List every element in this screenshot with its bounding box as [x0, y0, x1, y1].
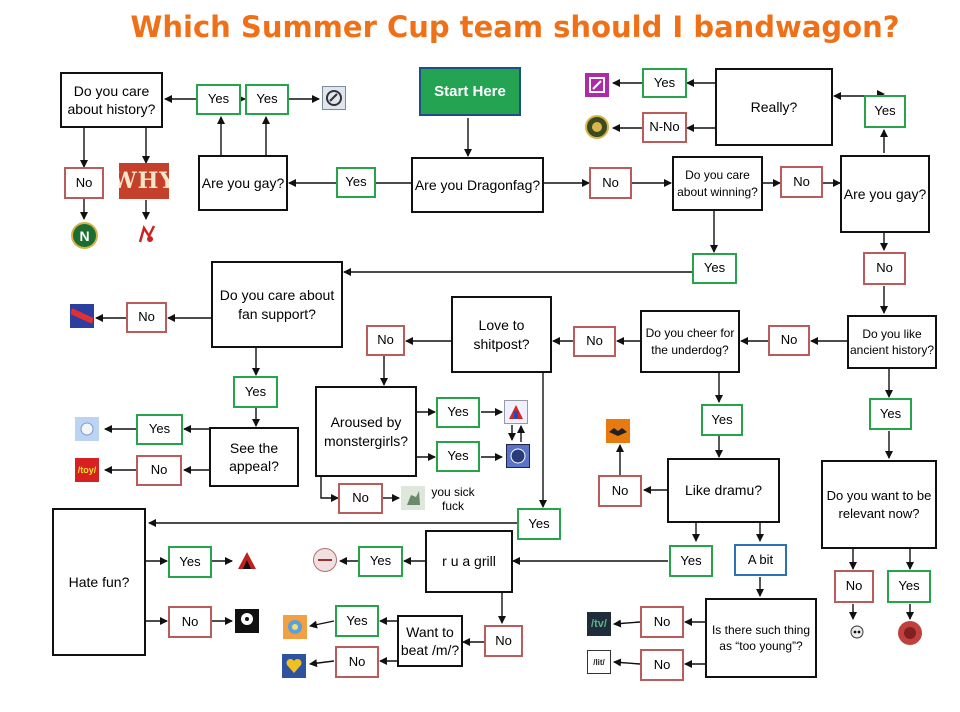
- no-dragonfag[interactable]: No: [589, 167, 632, 199]
- yes-monstergirls-2[interactable]: Yes: [436, 441, 480, 472]
- yes-gay-left-1[interactable]: Yes: [196, 84, 241, 115]
- care-about-history-box[interactable]: Do you care about history?: [60, 72, 163, 128]
- no-grill[interactable]: No: [484, 625, 523, 657]
- are-you-gay-left-box[interactable]: Are you gay?: [198, 155, 288, 211]
- team-logo-red-black-icon[interactable]: [235, 549, 259, 573]
- no-too-young-2[interactable]: No: [640, 649, 684, 681]
- napoli-logo-icon[interactable]: N: [71, 222, 98, 249]
- yes-grill[interactable]: Yes: [358, 546, 403, 577]
- really-box[interactable]: Really?: [715, 68, 833, 146]
- no-hate-fun[interactable]: No: [168, 606, 212, 638]
- team-logo-heart-icon[interactable]: [282, 654, 306, 678]
- yes-really[interactable]: Yes: [642, 68, 687, 98]
- yes-relevant[interactable]: Yes: [887, 570, 931, 603]
- no-gay-right[interactable]: No: [863, 252, 906, 285]
- why-banner-icon[interactable]: WHY: [119, 163, 169, 199]
- team-logo-light-icon[interactable]: [75, 417, 99, 441]
- want-to-be-relevant-box[interactable]: Do you want to be relevant now?: [821, 460, 937, 549]
- yes-shitpost[interactable]: Yes: [517, 508, 561, 540]
- are-you-gay-right-box[interactable]: Are you gay?: [840, 155, 930, 233]
- are-you-dragonfag-box[interactable]: Are you Dragonfag?: [411, 157, 544, 213]
- no-relevant[interactable]: No: [834, 570, 874, 603]
- yes-beat-m[interactable]: Yes: [335, 605, 379, 637]
- team-logo-rainbow-icon[interactable]: [283, 615, 307, 639]
- yes-monstergirls-1[interactable]: Yes: [436, 397, 480, 428]
- aroused-by-monstergirls-box[interactable]: Aroused by monstergirls?: [315, 386, 417, 477]
- no-beat-m[interactable]: No: [335, 646, 379, 678]
- like-ancient-history-box[interactable]: Do you like ancient history?: [847, 315, 937, 369]
- a-bit-dramu[interactable]: A bit: [734, 544, 787, 576]
- yes-see-appeal[interactable]: Yes: [136, 414, 183, 445]
- team-logo-pink-icon[interactable]: [585, 73, 609, 97]
- n-no-really[interactable]: N-No: [642, 112, 687, 143]
- care-about-winning-box[interactable]: Do you care about winning?: [672, 156, 763, 211]
- too-young-box[interactable]: Is there such thing as “too young”?: [705, 598, 817, 678]
- yes-hate-fun[interactable]: Yes: [168, 546, 212, 578]
- r-u-a-grill-box[interactable]: r u a grill: [425, 530, 513, 593]
- team-logo-face-icon[interactable]: [313, 548, 337, 572]
- cheer-underdog-box[interactable]: Do you cheer for the underdog?: [640, 310, 740, 373]
- team-logo-dark-icon[interactable]: [235, 609, 259, 633]
- start-here-box[interactable]: Start Here: [419, 67, 521, 116]
- want-to-beat-m-box[interactable]: Want to beat /m/?: [397, 615, 463, 667]
- yes-gay-right[interactable]: Yes: [864, 95, 906, 128]
- toy-board-icon[interactable]: /toy/: [75, 458, 99, 482]
- tv-board-icon[interactable]: /tv/: [587, 612, 611, 636]
- no-underdog[interactable]: No: [573, 326, 616, 357]
- cologne-logo-icon[interactable]: [134, 221, 160, 247]
- team-logo-red-circle-icon[interactable]: [898, 621, 922, 645]
- no-history[interactable]: No: [64, 167, 104, 199]
- no-too-young-1[interactable]: No: [640, 606, 684, 638]
- no-ancient-history[interactable]: No: [768, 325, 810, 356]
- yes-ancient-history[interactable]: Yes: [869, 398, 912, 430]
- care-about-fan-support-box[interactable]: Do you care about fan support?: [211, 261, 343, 348]
- love-to-shitpost-box[interactable]: Love to shitpost?: [451, 296, 552, 373]
- no-dramu[interactable]: No: [598, 475, 642, 507]
- no-fan-support[interactable]: No: [126, 302, 167, 333]
- lit-board-icon[interactable]: /lit/: [587, 650, 611, 674]
- team-logo-red-blue-icon[interactable]: [504, 400, 528, 424]
- team-logo-circle-icon[interactable]: [506, 444, 530, 468]
- yes-underdog[interactable]: Yes: [701, 404, 743, 436]
- yes-gay-left-2[interactable]: Yes: [245, 84, 289, 115]
- skull-logo-icon[interactable]: [845, 621, 869, 645]
- team-logo-flag-icon[interactable]: [70, 304, 94, 328]
- yes-dragonfag[interactable]: Yes: [336, 167, 376, 198]
- see-the-appeal-box[interactable]: See the appeal?: [209, 427, 299, 487]
- team-logo-badge-icon[interactable]: [585, 115, 609, 139]
- monstergirl-logo-icon[interactable]: [401, 486, 425, 510]
- you-sick-fuck-note: you sick fuck: [431, 485, 475, 513]
- hate-fun-box[interactable]: Hate fun?: [52, 508, 146, 656]
- page-title: Which Summer Cup team should I bandwagon…: [130, 10, 900, 44]
- yes-winning[interactable]: Yes: [692, 253, 737, 284]
- yes-fan-support[interactable]: Yes: [233, 376, 278, 408]
- bat-logo-icon[interactable]: [606, 419, 630, 443]
- no-winning[interactable]: No: [780, 166, 823, 198]
- like-dramu-box[interactable]: Like dramu?: [667, 458, 780, 523]
- team-logo-icon[interactable]: [322, 86, 346, 110]
- no-shitpost[interactable]: No: [366, 325, 405, 356]
- no-see-appeal[interactable]: No: [136, 455, 182, 486]
- no-monstergirls[interactable]: No: [338, 483, 383, 514]
- yes-dramu[interactable]: Yes: [669, 545, 713, 577]
